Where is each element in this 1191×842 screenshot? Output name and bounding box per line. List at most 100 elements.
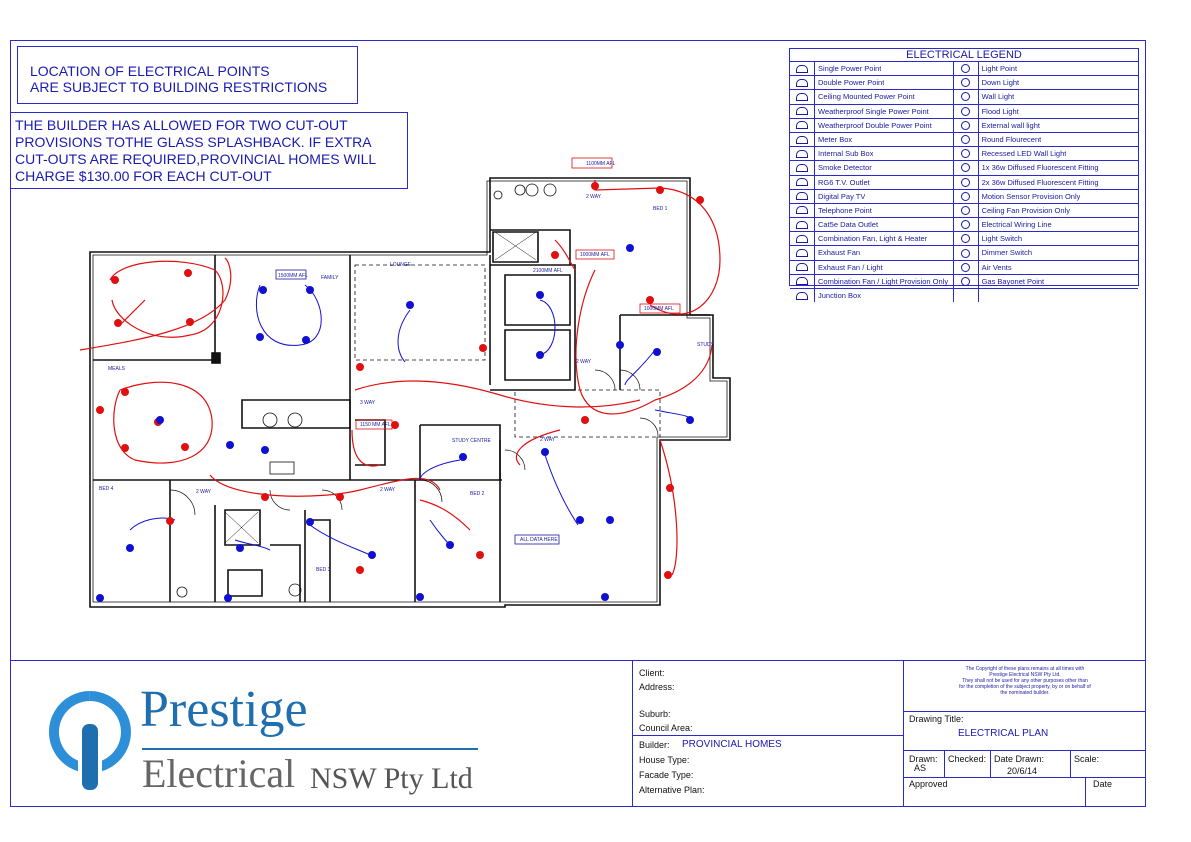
drawn-label: Drawn: xyxy=(909,754,938,764)
restriction-line-1: LOCATION OF ELECTRICAL POINTS xyxy=(30,63,270,79)
legend-symbol-icon xyxy=(790,76,815,90)
symbol-glyph-icon xyxy=(961,78,971,88)
title-block xyxy=(10,660,1146,807)
legend-symbol-icon xyxy=(954,118,979,132)
legend-symbol-icon xyxy=(954,246,979,260)
splashback-line-1: THE BUILDER HAS ALLOWED FOR TWO CUT-OUT xyxy=(15,117,348,133)
legend-cell-left: Telephone Point xyxy=(790,203,954,218)
tag-boxes xyxy=(355,157,681,430)
symbol-glyph-icon xyxy=(961,191,971,201)
legend-symbol-icon xyxy=(790,203,815,218)
legend-symbol-icon xyxy=(790,90,815,104)
legend-cell-left: Internal Sub Box xyxy=(790,147,954,161)
legend-label: Dimmer Switch xyxy=(981,248,1033,258)
tag-2way-a: 2 WAY xyxy=(586,194,602,200)
splashback-line-2: PROVISIONS TOTHE GLASS SPLASHBACK. IF EX… xyxy=(15,134,372,150)
symbol-glyph-icon xyxy=(796,121,808,130)
legend-symbol-icon xyxy=(790,175,815,189)
divider-checked xyxy=(990,750,991,777)
legend-cell-right: Dimmer Switch xyxy=(954,246,1138,260)
legend-row: Smoke Detector 1x 36w Diffused Fluorescen… xyxy=(790,161,1138,176)
legend-cell-right: Motion Sensor Provision Only xyxy=(954,189,1138,203)
symbol-glyph-icon xyxy=(796,163,808,172)
symbol-glyph-icon xyxy=(796,178,808,187)
legend-label: Exhaust Fan xyxy=(818,248,861,258)
legend-label: Meter Box xyxy=(818,134,853,144)
legend-label: Light Switch xyxy=(981,234,1023,244)
legend-label: Ceiling Mounted Power Point xyxy=(818,92,915,102)
logo-word-electrical: Electrical xyxy=(142,751,296,796)
suburb-label: Suburb: xyxy=(639,709,671,719)
room-bed1: BED 1 xyxy=(653,206,668,212)
tag-2way-d: 2 WAY xyxy=(576,359,592,365)
legend-row: Internal Sub Box Recessed LED Wall Light xyxy=(790,147,1138,162)
drawing-title-label: Drawing Title: xyxy=(909,714,964,724)
symbol-glyph-icon xyxy=(796,291,808,300)
legend-cell-left: Digital Pay TV xyxy=(790,189,954,203)
legend-label: Cat5e Data Outlet xyxy=(818,220,879,230)
tag-1100-afl: 1100MM AFL xyxy=(586,161,616,167)
plan-walls xyxy=(89,177,731,608)
room-bed4: BED 4 xyxy=(99,486,114,492)
legend-label: RG6 T.V. Outlet xyxy=(818,177,870,187)
logo-word-prestige: Prestige xyxy=(140,681,308,738)
legend-row: Telephone Point Ceiling Fan Provision Onl… xyxy=(790,203,1138,219)
legend-label: Round Flourecent xyxy=(981,134,1042,144)
drawing-title-value: ELECTRICAL PLAN xyxy=(958,728,1049,739)
legend-label: 1x 36w Diffused Fluorescent Fitting xyxy=(981,163,1099,173)
legend-symbol-icon xyxy=(790,104,815,118)
splashback-line-3: CUT-OUTS ARE REQUIRED,PROVINCIAL HOMES W… xyxy=(15,151,377,167)
date-drawn-label: Date Drawn: xyxy=(994,754,1045,764)
symbol-glyph-icon xyxy=(961,177,971,187)
wiring-red xyxy=(79,180,721,576)
symbol-glyph-icon xyxy=(796,78,808,87)
scale-label: Scale: xyxy=(1074,754,1100,764)
legend-cell-right: Gas Bayonet Point xyxy=(954,274,1138,288)
legend-label: Telephone Point xyxy=(818,205,872,215)
legend-symbol-icon xyxy=(954,289,979,303)
logo-area: Prestige Electrical NSW Pty Ltd xyxy=(48,681,488,804)
copyright-line-5: the nominated builder. xyxy=(1000,690,1050,696)
symbol-glyph-icon xyxy=(961,205,971,215)
rule-4 xyxy=(904,777,1146,778)
legend-row: Combination Fan, Light & Heater Light Swi… xyxy=(790,232,1138,247)
room-meals: MEALS xyxy=(108,366,126,372)
legend-label: Ceiling Fan Provision Only xyxy=(981,205,1070,215)
logo-mark-icon xyxy=(49,691,131,790)
symbol-glyph-icon xyxy=(961,106,971,116)
legend-cell-right xyxy=(954,289,1138,303)
legend-cell-right: 1x 36w Diffused Fluorescent Fitting xyxy=(954,161,1138,175)
date-label: Date xyxy=(1093,779,1113,789)
legend-symbol-icon xyxy=(954,161,979,175)
legend-label: Weatherproof Single Power Point xyxy=(818,106,929,116)
room-study-centre: STUDY CENTRE xyxy=(452,438,491,444)
tag-2way-e: 2 WAY xyxy=(540,437,556,443)
legend-cell-right: Light Point xyxy=(954,62,1138,76)
legend-label: Light Point xyxy=(981,64,1018,73)
legend-label: Air Vents xyxy=(981,262,1012,272)
legend-label: Digital Pay TV xyxy=(818,191,866,201)
copyright-line-3: They shall not be used for any other pur… xyxy=(962,678,1088,684)
splashback-note: THE BUILDER HAS ALLOWED FOR TWO CUT-OUT … xyxy=(10,112,408,189)
tag-2way-b: 2 WAY xyxy=(196,489,212,495)
legend-cell-left: Combination Fan, Light & Heater xyxy=(790,232,954,246)
legend-label: Recessed LED Wall Light xyxy=(981,149,1067,159)
legend-symbol-icon xyxy=(790,289,815,303)
legend-row: Exhaust Fan Dimmer Switch xyxy=(790,246,1138,261)
symbol-glyph-icon xyxy=(961,135,971,145)
restriction-note: LOCATION OF ELECTRICAL POINTS ARE SUBJEC… xyxy=(17,46,358,104)
legend-cell-right: External wall light xyxy=(954,118,1138,132)
legend-cell-left: Meter Box xyxy=(790,132,954,147)
legend-symbol-icon xyxy=(790,260,815,274)
legend-label: Combination Fan / Light Provision Only xyxy=(818,276,949,286)
room-lounge: LOUNGE xyxy=(390,262,412,268)
legend-cell-left: Ceiling Mounted Power Point xyxy=(790,90,954,104)
tag-1150-afl: 1150 MM AFL xyxy=(360,422,391,428)
copyright-line-1: The Copyright of these plans remains at … xyxy=(965,666,1085,672)
legend-cell-right: 2x 36w Diffused Fluorescent Fitting xyxy=(954,175,1138,189)
legend-symbol-icon xyxy=(954,232,979,246)
legend-cell-left: Smoke Detector xyxy=(790,161,954,175)
